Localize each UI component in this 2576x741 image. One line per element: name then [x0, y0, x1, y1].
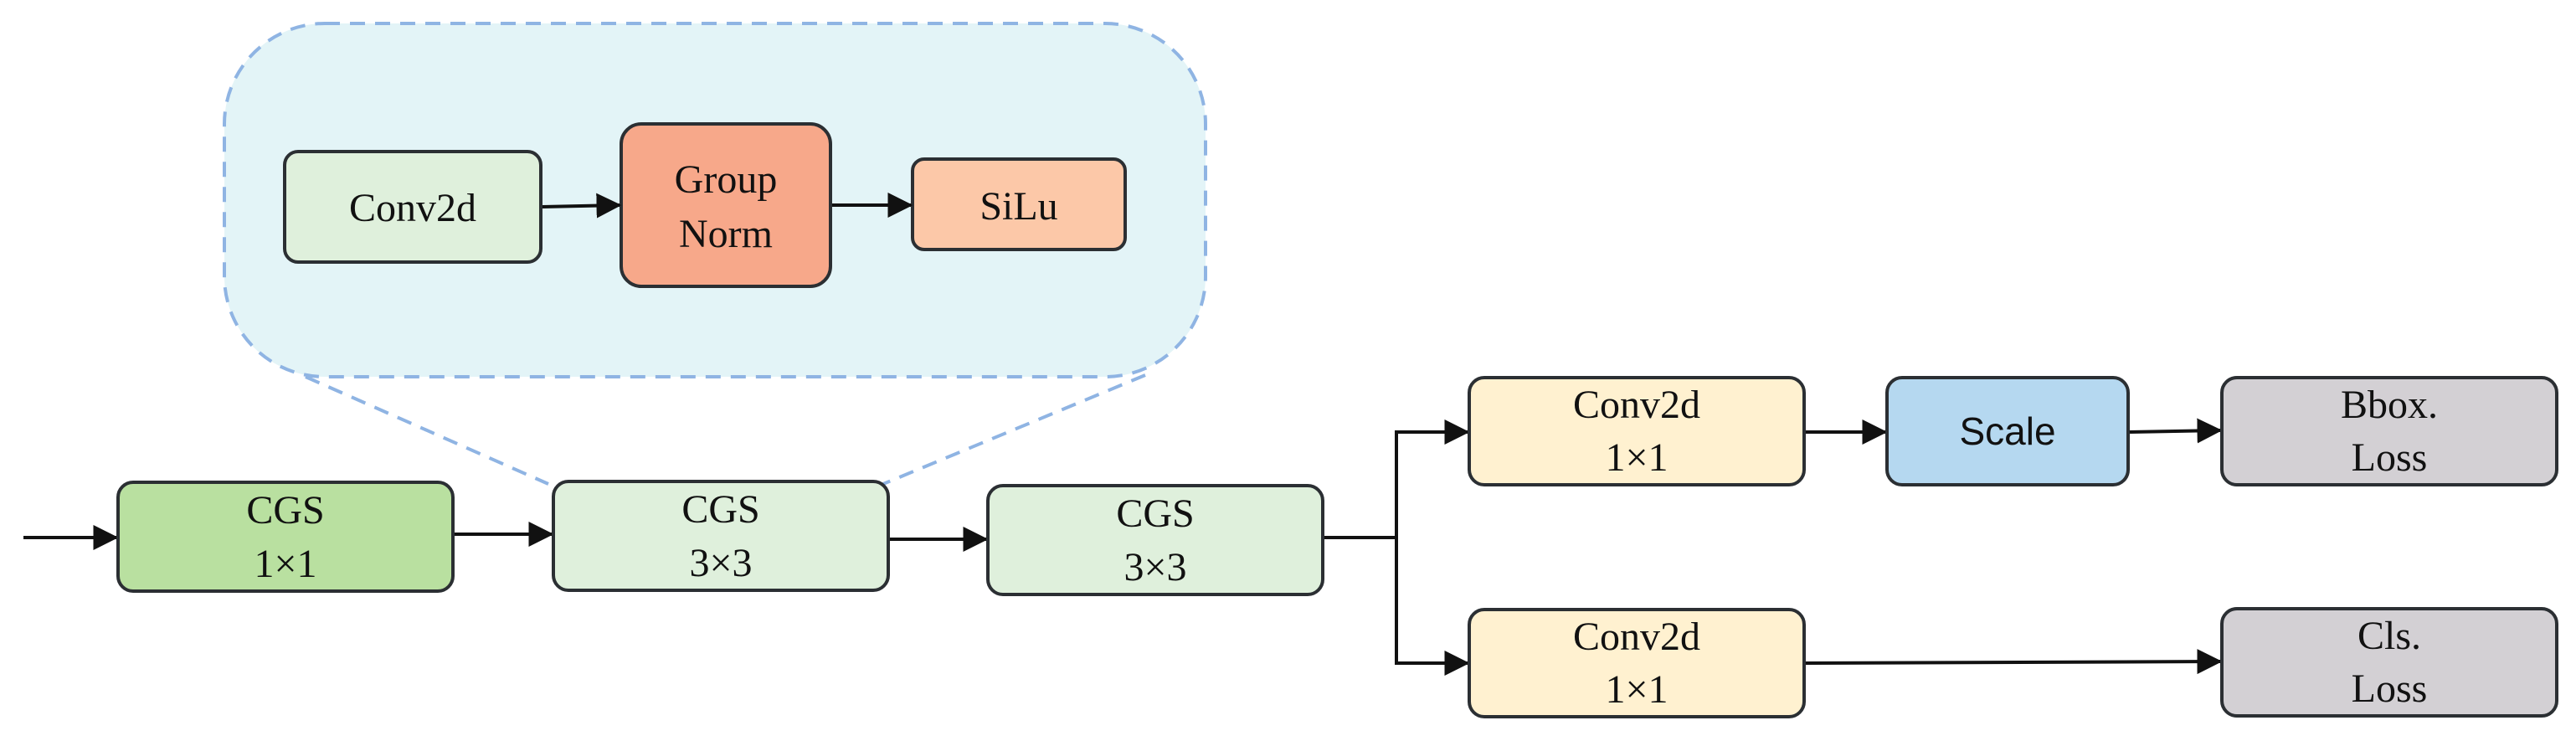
zoom-panel: Conv2d Group Norm SiLu: [223, 22, 1207, 486]
cls-loss-label-line1: Cls.: [2357, 614, 2421, 658]
group-norm-label-line1: Group: [675, 157, 778, 202]
bottom-conv2d-block: Conv2d 1×1: [1468, 608, 1806, 718]
arrow-scale-to-bbox-loss: [2129, 418, 2223, 444]
scale-block: Scale: [1885, 376, 2130, 486]
cgs-3x3-second-label-line2: 3×3: [1123, 545, 1186, 589]
silu-label: SiLu: [979, 184, 1057, 229]
top-conv2d-label-line2: 1×1: [1605, 435, 1668, 480]
zoom-panel-border: [223, 22, 1207, 378]
cgs-3x3-second-block: CGS 3×3: [986, 484, 1324, 596]
bottom-conv2d-label-line1: Conv2d: [1573, 615, 1700, 659]
cgs-3x3-first-block: CGS 3×3: [552, 480, 890, 592]
cgs-3x3-first-label-line2: 3×3: [689, 541, 752, 585]
scale-box: [1885, 376, 2130, 486]
arrow-conv2d-to-groupnorm: [542, 193, 622, 219]
zoom-connector-right: [882, 373, 1146, 486]
zoom-conv2d-label: Conv2d: [349, 186, 476, 230]
bbox-loss-box: [2220, 376, 2558, 486]
split-connector: [1324, 432, 1398, 663]
bottom-conv2d-box: [1468, 608, 1806, 718]
scale-label: Scale: [1959, 409, 2055, 453]
cgs-1x1-label-line1: CGS: [246, 488, 324, 533]
bottom-conv2d-label-line2: 1×1: [1605, 667, 1668, 712]
cls-loss-label-line2: Loss: [2352, 666, 2428, 711]
arrow-conv-to-cls-loss: [1805, 649, 2223, 675]
zoom-conv2d-block: Conv2d: [283, 150, 542, 264]
cgs-3x3-second-box: [986, 484, 1324, 596]
bbox-loss-label-line1: Bbox.: [2341, 383, 2438, 427]
bbox-loss-block: Bbox. Loss: [2220, 376, 2558, 486]
zoom-conv2d-box: [283, 150, 542, 264]
cgs-3x3-first-label-line1: CGS: [681, 487, 759, 532]
top-conv2d-block: Conv2d 1×1: [1468, 376, 1806, 486]
silu-block: SiLu: [911, 157, 1127, 251]
cgs-3x3-first-box: [552, 480, 890, 592]
cgs-1x1-block: CGS 1×1: [116, 481, 455, 593]
cls-loss-box: [2220, 607, 2558, 718]
group-norm-label-line2: Norm: [679, 212, 773, 256]
top-conv2d-label-line1: Conv2d: [1573, 383, 1700, 427]
group-norm-box: [620, 122, 832, 288]
top-conv2d-box: [1468, 376, 1806, 486]
cls-loss-block: Cls. Loss: [2220, 607, 2558, 718]
group-norm-block: Group Norm: [620, 122, 832, 288]
cgs-1x1-label-line2: 1×1: [254, 542, 316, 586]
bbox-loss-label-line2: Loss: [2352, 435, 2428, 480]
zoom-connector-left: [305, 375, 549, 486]
cgs-1x1-box: [116, 481, 455, 593]
cgs-3x3-second-label-line1: CGS: [1116, 491, 1194, 536]
